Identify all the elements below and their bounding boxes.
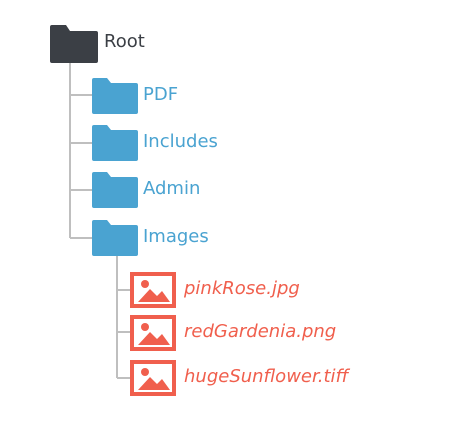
root-label[interactable]: Root xyxy=(104,31,145,52)
folder-icon xyxy=(92,125,138,161)
image-icon xyxy=(130,360,176,396)
folder-icon xyxy=(92,172,138,208)
folder-icon xyxy=(92,78,138,114)
folder-label-pdf[interactable]: PDF xyxy=(143,84,179,105)
file-label[interactable]: pinkRose.jpg xyxy=(184,278,300,299)
file-label[interactable]: hugeSunflower.tiff xyxy=(184,366,349,387)
root-folder-icon xyxy=(50,25,98,63)
folder-label-images[interactable]: Images xyxy=(143,226,209,247)
folder-icon xyxy=(92,220,138,256)
image-icon xyxy=(130,272,176,308)
folder-label-includes[interactable]: Includes xyxy=(143,131,218,152)
file-label[interactable]: redGardenia.png xyxy=(184,321,337,342)
folder-label-admin[interactable]: Admin xyxy=(143,178,201,199)
image-icon xyxy=(130,315,176,351)
